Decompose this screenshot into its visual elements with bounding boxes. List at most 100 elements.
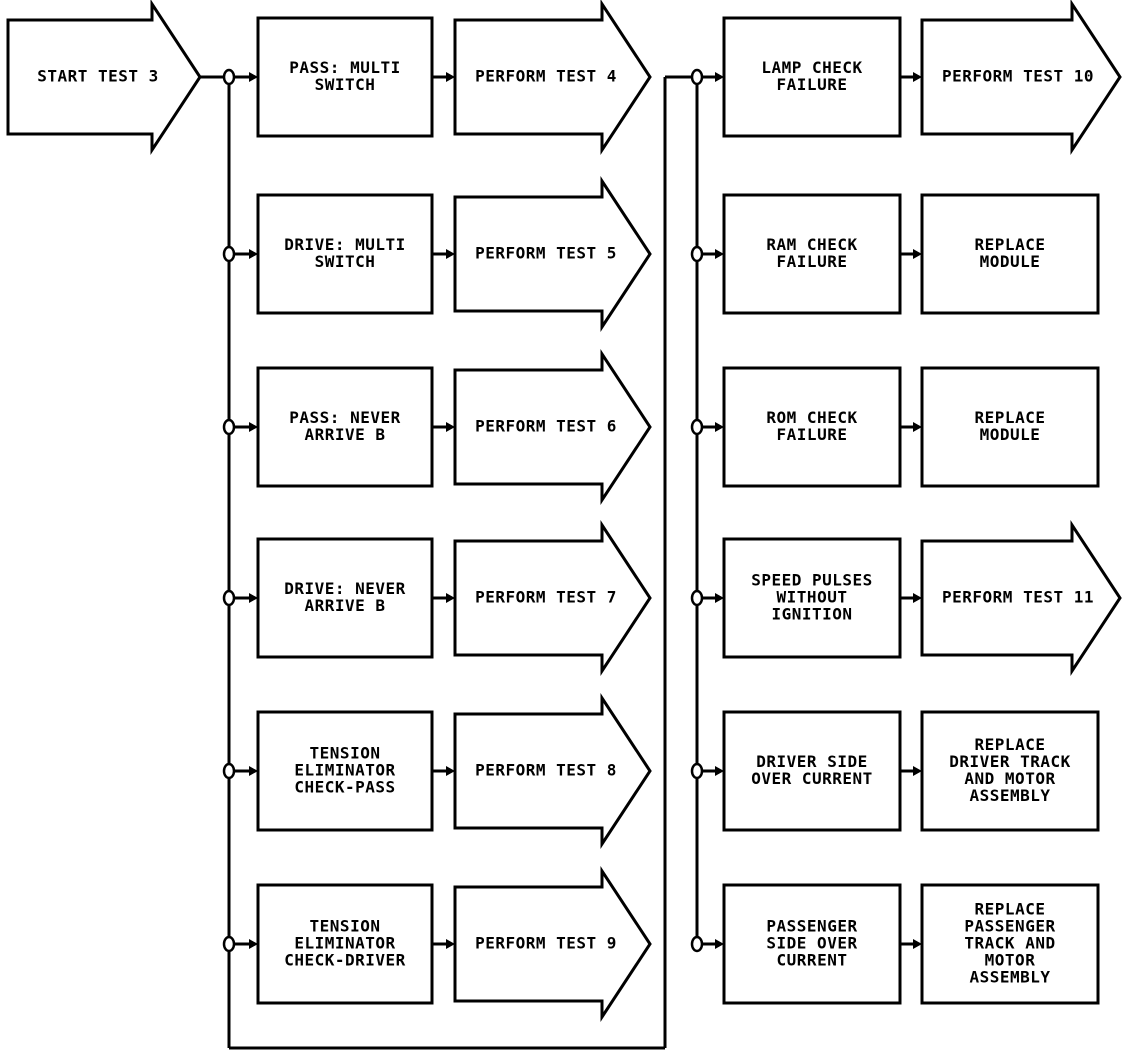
action-box bbox=[920, 193, 1100, 315]
right-action-connector-head bbox=[913, 72, 922, 82]
left-condition-connector-head bbox=[249, 593, 258, 603]
condition-label: WITHOUT bbox=[777, 588, 848, 607]
condition-box bbox=[722, 366, 902, 488]
start-label: START TEST 3 bbox=[37, 67, 159, 86]
condition-label: PASSENGER bbox=[766, 917, 857, 936]
condition-label: SIDE OVER bbox=[766, 934, 857, 953]
condition-label: DRIVE: NEVER bbox=[284, 579, 406, 598]
action-label: PERFORM TEST 11 bbox=[942, 588, 1094, 607]
condition-label: DRIVER SIDE bbox=[756, 752, 867, 771]
action-label: PASSENGER bbox=[964, 917, 1055, 936]
condition-label: RAM CHECK bbox=[766, 235, 857, 254]
condition-label: PASS: MULTI bbox=[289, 58, 400, 77]
left-action-connector-head bbox=[446, 766, 455, 776]
left-action-connector-head bbox=[446, 422, 455, 432]
condition-label: OVER CURRENT bbox=[751, 769, 873, 788]
left-action-connector-head bbox=[446, 593, 455, 603]
action-label: PERFORM TEST 6 bbox=[475, 417, 617, 436]
right-junction-node bbox=[690, 762, 704, 780]
right-action-connector-head bbox=[913, 422, 922, 432]
action-arrow bbox=[453, 0, 652, 156]
left-junction-node bbox=[222, 68, 236, 86]
right-action-connector-head bbox=[913, 593, 922, 603]
condition-box bbox=[256, 883, 434, 1005]
right-junction-node bbox=[690, 245, 704, 263]
left-junction-node bbox=[222, 245, 236, 263]
action-label: MODULE bbox=[980, 252, 1041, 271]
condition-box bbox=[722, 193, 902, 315]
condition-label: ELIMINATOR bbox=[294, 761, 395, 780]
action-label: PERFORM TEST 8 bbox=[475, 761, 617, 780]
start-arrow bbox=[6, 0, 202, 156]
condition-label: CURRENT bbox=[777, 951, 848, 970]
action-box bbox=[920, 883, 1100, 1005]
left-action-connector-head bbox=[446, 939, 455, 949]
action-arrow bbox=[453, 519, 652, 677]
condition-label: ROM CHECK bbox=[766, 408, 857, 427]
condition-label: FAILURE bbox=[777, 252, 848, 271]
action-label: MOTOR bbox=[985, 951, 1036, 970]
right-condition-connector-head bbox=[715, 422, 724, 432]
condition-label: SWITCH bbox=[315, 252, 376, 271]
action-label: PERFORM TEST 4 bbox=[475, 67, 617, 86]
left-junction-node bbox=[222, 418, 236, 436]
condition-label: CHECK-DRIVER bbox=[284, 951, 406, 970]
action-label: TRACK AND bbox=[964, 934, 1055, 953]
condition-label: FAILURE bbox=[777, 425, 848, 444]
right-junction-node bbox=[690, 935, 704, 953]
action-label: AND MOTOR bbox=[964, 769, 1055, 788]
condition-label: PASS: NEVER bbox=[289, 408, 400, 427]
left-junction-node bbox=[222, 762, 236, 780]
right-action-connector-head bbox=[913, 249, 922, 259]
left-condition-connector-head bbox=[249, 766, 258, 776]
action-arrow bbox=[920, 0, 1122, 156]
right-action-connector-head bbox=[913, 939, 922, 949]
right-action-connector-head bbox=[913, 766, 922, 776]
action-label: REPLACE bbox=[975, 408, 1046, 427]
action-arrow bbox=[920, 519, 1122, 677]
action-label: ASSEMBLY bbox=[969, 968, 1050, 987]
action-arrow bbox=[453, 692, 652, 850]
condition-label: LAMP CHECK bbox=[761, 58, 862, 77]
action-label: PERFORM TEST 7 bbox=[475, 588, 617, 607]
action-arrow bbox=[453, 348, 652, 506]
action-label: PERFORM TEST 10 bbox=[942, 67, 1094, 86]
condition-box bbox=[256, 366, 434, 488]
condition-label: IGNITION bbox=[771, 605, 852, 624]
left-condition-connector-head bbox=[249, 72, 258, 82]
condition-box bbox=[722, 537, 902, 659]
action-box bbox=[920, 366, 1100, 488]
condition-label: CHECK-PASS bbox=[294, 778, 395, 797]
action-label: MODULE bbox=[980, 425, 1041, 444]
right-condition-connector-head bbox=[715, 939, 724, 949]
right-junction-node bbox=[690, 418, 704, 436]
condition-label: SPEED PULSES bbox=[751, 571, 873, 590]
condition-label: ARRIVE B bbox=[304, 425, 385, 444]
right-junction-node bbox=[690, 68, 704, 86]
left-action-connector-head bbox=[446, 249, 455, 259]
action-arrow bbox=[453, 865, 652, 1023]
condition-label: DRIVE: MULTI bbox=[284, 235, 406, 254]
action-box bbox=[920, 710, 1100, 832]
condition-label: SWITCH bbox=[315, 75, 376, 94]
condition-label: ARRIVE B bbox=[304, 596, 385, 615]
left-condition-connector-head bbox=[249, 422, 258, 432]
condition-box bbox=[256, 16, 434, 138]
action-label: PERFORM TEST 9 bbox=[475, 934, 617, 953]
condition-label: TENSION bbox=[310, 917, 381, 936]
condition-box bbox=[256, 193, 434, 315]
condition-label: FAILURE bbox=[777, 75, 848, 94]
action-label: ASSEMBLY bbox=[969, 786, 1050, 805]
left-junction-node bbox=[222, 935, 236, 953]
action-label: REPLACE bbox=[975, 900, 1046, 919]
action-arrow bbox=[453, 175, 652, 333]
condition-box bbox=[722, 883, 902, 1005]
left-action-connector-head bbox=[446, 72, 455, 82]
action-label: PERFORM TEST 5 bbox=[475, 244, 617, 263]
condition-label: TENSION bbox=[310, 744, 381, 763]
right-junction-node bbox=[690, 589, 704, 607]
left-junction-node bbox=[222, 589, 236, 607]
left-condition-connector-head bbox=[249, 249, 258, 259]
condition-label: ELIMINATOR bbox=[294, 934, 395, 953]
